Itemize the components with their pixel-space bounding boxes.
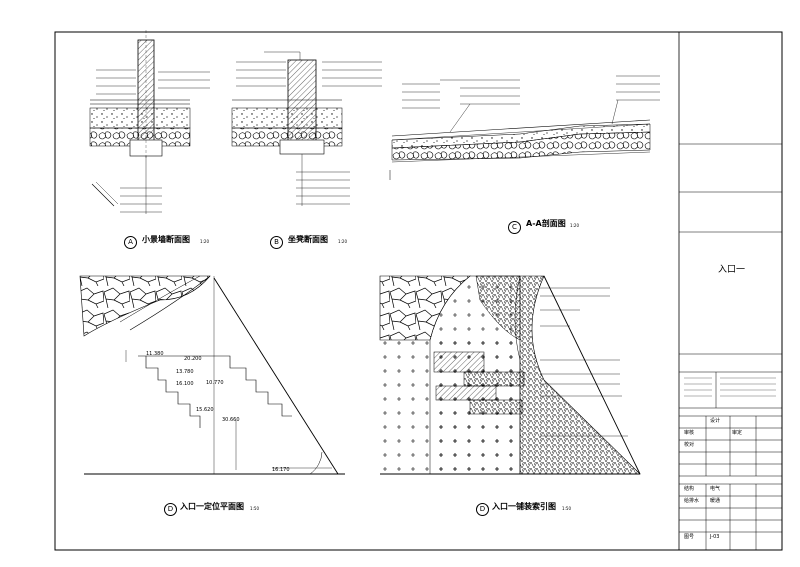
detail-b-bench-section	[231, 51, 382, 206]
title-block-row-label: 结构	[684, 486, 695, 492]
detail-marker-a: A	[124, 236, 137, 249]
detail-c-title: A-A剖面图	[526, 219, 566, 228]
dimension-label: 16.170	[272, 467, 290, 473]
detail-d1-title: 入口一定位平面图	[180, 502, 244, 511]
title-block-row-label: 校对	[684, 442, 695, 448]
detail-d1-scale: 1:50	[250, 506, 259, 511]
dimension-label: 30.660	[222, 417, 240, 423]
detail-marker-b: B	[270, 236, 283, 249]
detail-a-title: 小景墙断面图	[142, 235, 190, 244]
detail-a-wall-section	[89, 30, 210, 214]
title-block-grid	[679, 143, 782, 550]
drawing-name: 入口一	[718, 265, 746, 275]
detail-c-scale: 1:20	[570, 223, 579, 228]
detail-d2-title: 入口一铺装索引图	[492, 502, 556, 511]
detail-marker-d1: D	[164, 503, 177, 516]
detail-marker-d2: D	[476, 503, 489, 516]
dimension-label: 15.620	[196, 407, 214, 413]
title-block-row-label: 设计	[710, 418, 721, 424]
title-block-row-label: 图号	[684, 534, 695, 540]
detail-a-scale: 1:20	[200, 239, 209, 244]
detail-marker-c: C	[508, 221, 521, 234]
dimension-label: 16.100	[176, 381, 194, 387]
detail-c-aa-section	[389, 75, 660, 180]
title-block-row-label: 暖通	[710, 498, 721, 504]
title-block-row-label: 电气	[710, 486, 721, 492]
sheet-border	[54, 31, 783, 551]
title-block-row-label: 审定	[732, 430, 743, 436]
dimension-label: 10.770	[206, 380, 224, 386]
dimension-label: 11.380	[146, 351, 164, 357]
detail-b-title: 坐凳断面图	[288, 235, 328, 244]
dimension-label: 20.200	[184, 356, 202, 362]
sheet-number: J-03	[710, 534, 720, 540]
detail-d2-paving-plan	[379, 275, 641, 475]
detail-b-scale: 1:20	[338, 239, 347, 244]
detail-d2-scale: 1:50	[562, 506, 571, 511]
title-block-row-label: 给排水	[684, 498, 700, 504]
detail-d1-layout-plan	[79, 275, 345, 475]
title-block-row-label: 审核	[684, 430, 695, 436]
dimension-label: 13.780	[176, 369, 194, 375]
